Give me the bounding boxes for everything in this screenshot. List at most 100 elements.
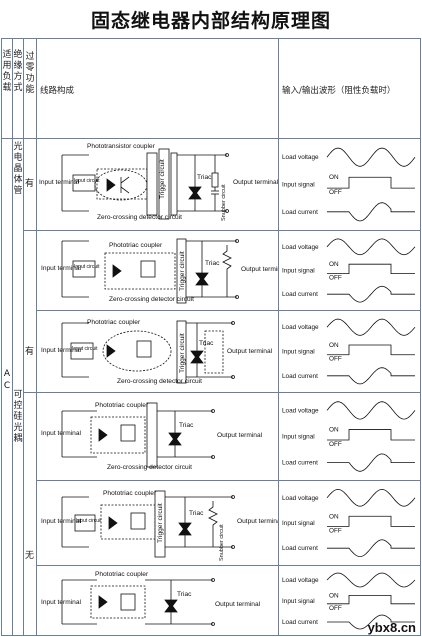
input-terminal-label: Input terminal: [41, 599, 81, 606]
header-load: 适用负载: [2, 50, 12, 93]
load-current-label: Load current: [282, 209, 318, 216]
zero-crossing-label: Zero-crossing detector circuit: [109, 296, 194, 303]
snubber-circuit-label: Snubber circuit: [219, 524, 225, 561]
off-label: OFF: [329, 441, 342, 448]
zero-cross-no: 无: [25, 551, 35, 561]
on-label: ON: [329, 513, 339, 520]
input-signal-label: Input signal: [282, 520, 315, 527]
load-voltage-wave: [326, 401, 416, 420]
load-voltage-wave: [326, 318, 416, 336]
input-circuit-label: Input circuit: [72, 346, 98, 352]
output-terminal-label: Output terminal: [237, 518, 278, 525]
load-voltage-label: Load voltage: [282, 154, 319, 161]
load-voltage-wave: [326, 488, 416, 507]
input-terminal-label: Input terminal: [41, 518, 81, 525]
on-label: ON: [329, 261, 339, 268]
load-voltage-label: Load voltage: [282, 577, 319, 584]
zero-crossing-label: Zero-crossing detector circuit: [107, 464, 192, 471]
load-voltage-label: Load voltage: [282, 407, 319, 414]
load-current-label: Load current: [282, 291, 318, 298]
input-signal-wave: [327, 595, 415, 605]
header-isolation: 绝缘方式: [13, 50, 23, 93]
on-label: ON: [329, 427, 339, 434]
on-label: ON: [329, 174, 339, 181]
load-voltage-label: Load voltage: [282, 495, 319, 502]
input-signal-label: Input signal: [282, 268, 315, 275]
triac-label: Triac: [197, 174, 212, 181]
trigger-circuit-label: Trigger circuit: [159, 159, 166, 199]
header-waveform: 输入/输出波形（阻性负载时）: [282, 86, 396, 96]
zero-cross-yes-2: 有: [25, 347, 35, 357]
load-voltage-label: Load voltage: [282, 244, 319, 251]
on-label: ON: [329, 592, 339, 599]
coupler-label: Phototransistor coupler: [87, 143, 156, 150]
load-current-wave: [327, 539, 415, 558]
input-terminal-label: Input terminal: [39, 179, 79, 186]
coupler-label: Phototriac coupler: [87, 319, 141, 326]
input-circuit-label: Input circuit: [74, 264, 100, 270]
watermark: ybx8.cn: [367, 620, 416, 635]
input-signal-label: Input signal: [282, 434, 315, 441]
isolation-phototriac: 可控硅光耦: [13, 390, 23, 444]
triac-label: Triac: [177, 591, 192, 598]
output-terminal-label: Output terminal: [217, 432, 263, 439]
coupler-label: Phototriac coupler: [95, 571, 149, 578]
triac-label: Triac: [179, 422, 194, 429]
load-voltage-wave: [326, 572, 416, 588]
off-label: OFF: [329, 605, 342, 612]
input-signal-wave: [327, 176, 415, 189]
load-current-label: Load current: [282, 460, 318, 467]
load-current-label: Load current: [282, 545, 318, 552]
coupler-label: Phototriac coupler: [109, 242, 163, 249]
output-terminal-label: Output terminal: [233, 179, 278, 186]
load-current-wave: [327, 614, 415, 630]
zero-crossing-label: Zero-crossing detector circuit: [97, 214, 182, 221]
input-signal-wave: [327, 344, 415, 356]
on-label: ON: [329, 342, 339, 349]
output-terminal-label: Output terminal: [227, 348, 273, 355]
page-title: 固态继电器内部结构原理图: [90, 9, 331, 32]
triac-label: Triac: [199, 340, 214, 347]
snubber-circuit-label: Snubber circuit: [221, 184, 227, 221]
input-terminal-label: Input terminal: [41, 430, 81, 437]
load-current-wave: [327, 202, 415, 222]
off-label: OFF: [329, 356, 342, 363]
zero-cross-yes-1: 有: [25, 179, 35, 189]
isolation-phototransistor: 光电晶体管: [13, 142, 23, 196]
trigger-circuit-label: Trigger circuit: [179, 251, 186, 291]
load-voltage-wave: [326, 147, 416, 167]
off-label: OFF: [329, 527, 342, 534]
triac-label: Triac: [189, 510, 204, 517]
load-current-label: Load current: [282, 373, 318, 380]
load-type-ac: AC: [3, 369, 11, 391]
load-voltage-wave: [326, 238, 416, 256]
load-current-label: Load current: [282, 619, 318, 626]
input-circuit-label: Input circuit: [74, 178, 100, 184]
off-label: OFF: [329, 189, 342, 196]
off-label: OFF: [329, 275, 342, 282]
coupler-label: Phototriac coupler: [95, 402, 149, 409]
zero-crossing-label: Zero-crossing detector circuit: [117, 378, 202, 385]
input-terminal-label: Input terminal: [41, 347, 81, 354]
triac-label: Triac: [205, 260, 220, 267]
input-circuit-label: Input circuit: [76, 518, 102, 524]
input-signal-label: Input signal: [282, 349, 315, 356]
input-terminal-label: Input terminal: [41, 265, 81, 272]
output-terminal-label: Output terminal: [241, 266, 278, 273]
load-current-wave: [327, 367, 415, 385]
coupler-label: Phototriac coupler: [103, 490, 157, 497]
input-signal-label: Input signal: [282, 182, 315, 189]
load-current-wave: [327, 453, 415, 472]
trigger-circuit-label: Trigger circuit: [179, 333, 186, 373]
input-signal-label: Input signal: [282, 598, 315, 605]
header-circuit: 线路构成: [40, 86, 75, 96]
input-signal-wave: [327, 263, 415, 275]
output-terminal-label: Output terminal: [215, 601, 261, 608]
